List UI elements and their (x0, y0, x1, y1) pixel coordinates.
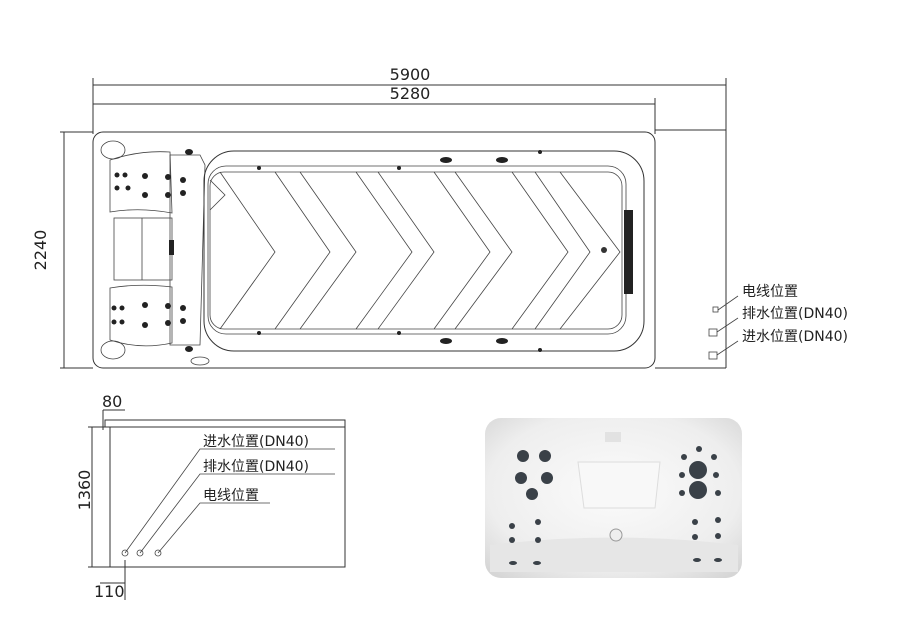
connection-markers (708, 295, 739, 360)
lip-height-dimension: 80 (102, 392, 122, 411)
inlet-location-label: 进水位置(DN40) (742, 329, 848, 345)
side-inlet-label: 进水位置(DN40) (203, 434, 309, 450)
spa-side-view (88, 409, 346, 600)
width-dimension: 2240 (31, 230, 50, 271)
height-dimension: 1360 (75, 470, 94, 511)
dimension-lines (60, 78, 727, 369)
side-power-label: 电线位置 (203, 488, 259, 504)
overall-length-dimension: 5900 (390, 65, 431, 84)
spa-product-photo (485, 418, 742, 578)
side-drain-label: 排水位置(DN40) (203, 459, 309, 475)
power-location-label: 电线位置 (742, 284, 798, 300)
spa-top-view (92, 131, 656, 369)
drain-location-label: 排水位置(DN40) (742, 306, 848, 322)
bottom-offset-dimension: 110 (94, 582, 125, 601)
inner-length-dimension: 5280 (390, 84, 431, 103)
